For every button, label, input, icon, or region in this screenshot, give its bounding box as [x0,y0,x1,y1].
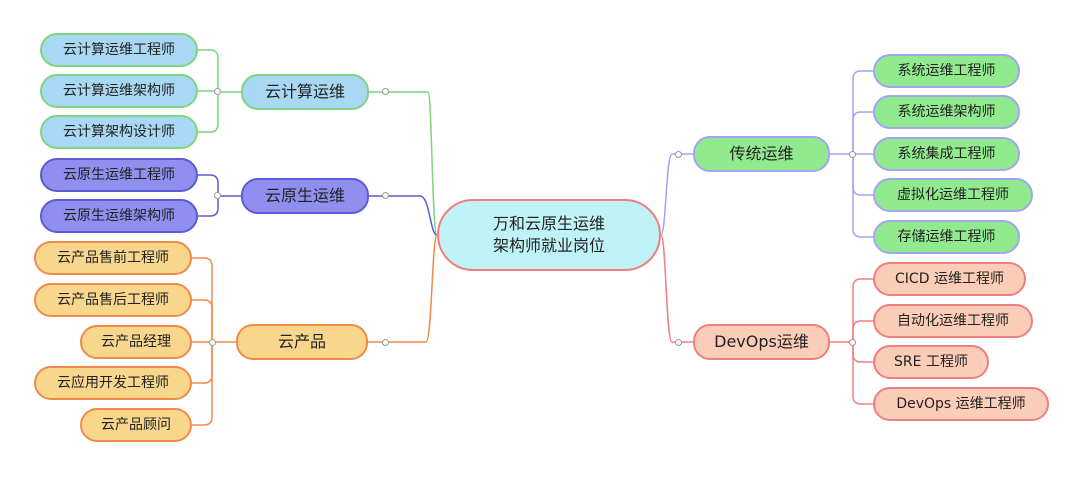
leaf-presales-engineer[interactable]: 云产品售前工程师 [34,241,192,275]
link-cloud-product-leaf-3 [192,342,213,384]
branch-devops-ops[interactable]: DevOps运维 [693,324,830,360]
link-cloud-ops-leaf-2 [198,92,219,133]
expand-dot-devops[interactable] [675,339,682,346]
link-devops-leaf-3 [852,342,873,405]
expand-dot-cloud-ops[interactable] [382,88,389,95]
link-devops-leaf-1 [852,320,873,342]
link-cloud-product-leaf-1 [192,299,213,342]
leaf-cicd-engineer[interactable]: CICD 运维工程师 [873,262,1026,296]
leaf-virtualization-engineer[interactable]: 虚拟化运维工程师 [873,178,1033,212]
leaf-automation-engineer[interactable]: 自动化运维工程师 [873,304,1033,338]
collapse-toggle-traditional[interactable] [849,151,856,158]
link-root-cloud-product [368,234,438,343]
root-node[interactable]: 万和云原生运维 架构师就业岗位 [437,199,661,271]
leaf-sre-engineer[interactable]: SRE 工程师 [873,345,989,379]
link-traditional-leaf-0 [852,70,873,154]
link-cloud-native-leaf-1 [198,196,219,217]
leaf-cloud-architecture-designer[interactable]: 云计算架构设计师 [40,115,198,149]
link-root-cloud-native [369,195,438,236]
link-cloud-ops-leaf-0 [198,49,219,92]
link-root-devops [660,234,693,343]
link-cloud-product-leaf-0 [192,257,213,342]
leaf-devops-engineer[interactable]: DevOps 运维工程师 [873,387,1049,421]
expand-dot-traditional[interactable] [675,151,682,158]
collapse-toggle-cloud-ops[interactable] [214,88,221,95]
expand-dot-cloud-product[interactable] [382,339,389,346]
leaf-app-developer[interactable]: 云应用开发工程师 [34,366,192,400]
collapse-toggle-cloud-product[interactable] [209,339,216,346]
leaf-cloud-ops-architect[interactable]: 云计算运维架构师 [40,74,198,108]
link-root-cloud-ops [369,91,438,236]
expand-dot-cloud-native[interactable] [382,192,389,199]
root-title-line1: 万和云原生运维 [492,213,605,233]
link-traditional-leaf-3 [852,154,873,196]
collapse-toggle-cloud-native[interactable] [214,192,221,199]
leaf-system-ops-architect[interactable]: 系统运维架构师 [873,95,1020,129]
link-cloud-native-leaf-0 [198,174,219,196]
branch-cloud-product[interactable]: 云产品 [236,324,368,360]
leaf-storage-engineer[interactable]: 存储运维工程师 [873,220,1020,254]
branch-cloud-native-ops[interactable]: 云原生运维 [241,178,369,214]
link-root-traditional [660,153,693,236]
leaf-system-integration-engineer[interactable]: 系统集成工程师 [873,137,1020,171]
link-cloud-product-leaf-4 [192,342,213,426]
leaf-cloud-ops-engineer[interactable]: 云计算运维工程师 [40,33,198,67]
leaf-system-ops-engineer[interactable]: 系统运维工程师 [873,54,1020,88]
collapse-toggle-devops[interactable] [849,339,856,346]
link-traditional-leaf-1 [852,111,873,154]
leaf-product-consultant[interactable]: 云产品顾问 [80,408,192,442]
link-devops-leaf-0 [852,278,873,342]
branch-traditional-ops[interactable]: 传统运维 [693,136,830,172]
leaf-cloud-native-architect[interactable]: 云原生运维架构师 [40,199,198,233]
leaf-cloud-native-engineer[interactable]: 云原生运维工程师 [40,158,198,192]
link-devops-leaf-2 [852,342,873,363]
leaf-product-manager[interactable]: 云产品经理 [80,325,192,359]
leaf-aftersales-engineer[interactable]: 云产品售后工程师 [34,283,192,317]
root-title-line2: 架构师就业岗位 [492,236,605,255]
branch-cloud-ops[interactable]: 云计算运维 [241,74,369,110]
link-traditional-leaf-4 [852,154,873,238]
